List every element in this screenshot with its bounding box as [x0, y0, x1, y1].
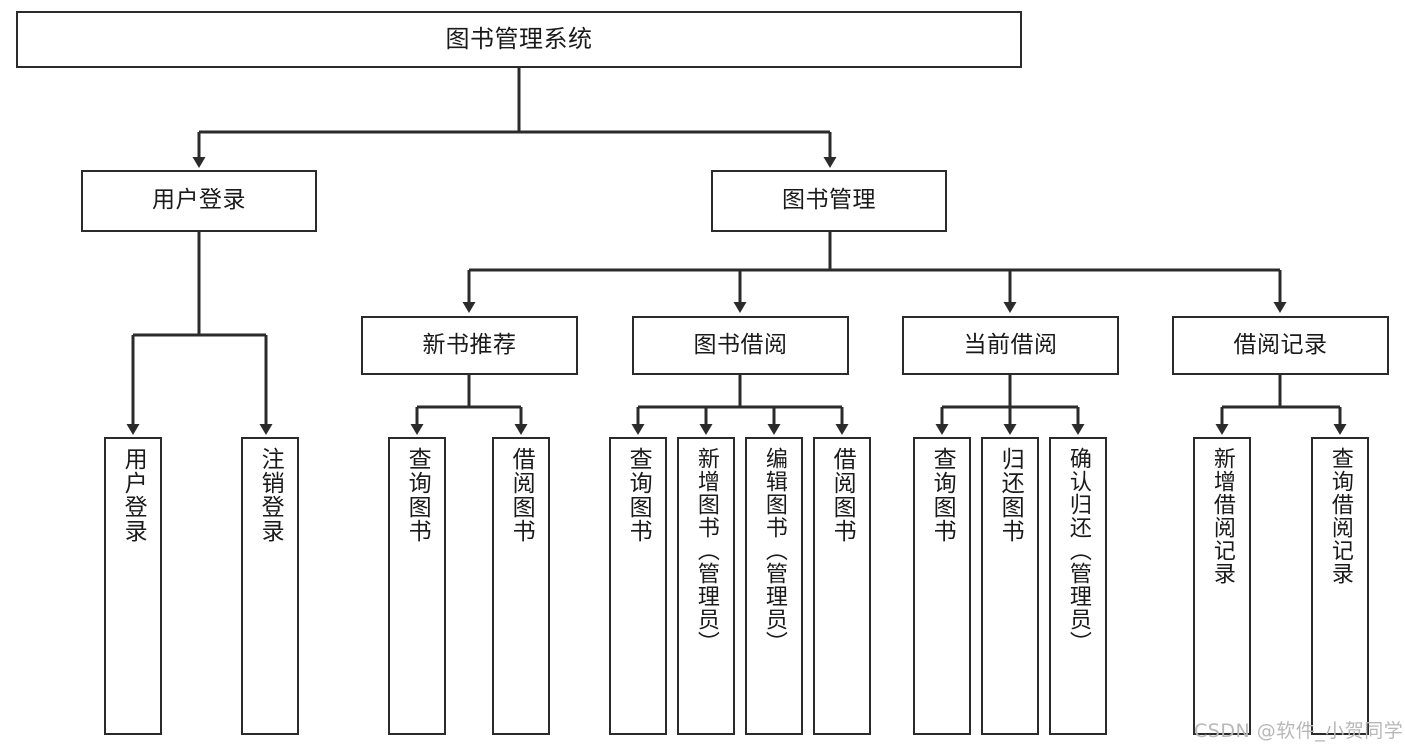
leaf-borrow-book-new-label: 借阅图书	[508, 447, 535, 543]
node-user-login-label: 用户登录	[152, 187, 246, 214]
leaf-add-book-label: 新增图书（管理员）	[693, 447, 719, 654]
leaf-query-book-new[interactable]: 查询图书	[388, 437, 446, 735]
leaf-query-book-new-label: 查询图书	[404, 447, 431, 543]
leaf-return-book[interactable]: 归还图书	[981, 437, 1039, 735]
node-new-book-recommend-label: 新书推荐	[422, 331, 517, 358]
leaf-query-borrow-record-label: 查询借阅记录	[1327, 447, 1353, 585]
node-new-book-recommend[interactable]: 新书推荐	[361, 316, 578, 375]
leaf-add-borrow-record[interactable]: 新增借阅记录	[1193, 437, 1251, 735]
leaf-add-borrow-record-label: 新增借阅记录	[1209, 447, 1235, 585]
leaf-add-book[interactable]: 新增图书（管理员）	[677, 437, 735, 735]
node-book-management-label: 图书管理	[782, 187, 876, 214]
leaf-query-borrow-record[interactable]: 查询借阅记录	[1311, 437, 1369, 735]
node-current-borrow-label: 当前借阅	[963, 331, 1058, 358]
leaf-confirm-return-label: 确认归还（管理员）	[1065, 447, 1091, 654]
leaf-borrow-book-borrow[interactable]: 借阅图书	[813, 437, 871, 735]
leaf-edit-book-label: 编辑图书（管理员）	[761, 447, 787, 654]
node-borrow-record[interactable]: 借阅记录	[1172, 316, 1389, 375]
leaf-user-logout-label: 注销登录	[257, 447, 284, 543]
leaf-query-book-borrow-label: 查询图书	[625, 447, 652, 543]
node-book-borrow[interactable]: 图书借阅	[632, 316, 849, 375]
leaf-edit-book[interactable]: 编辑图书（管理员）	[745, 437, 803, 735]
leaf-borrow-book-new[interactable]: 借阅图书	[492, 437, 550, 735]
node-borrow-record-label: 借阅记录	[1233, 331, 1328, 358]
leaf-user-logout[interactable]: 注销登录	[241, 437, 299, 735]
node-root-label: 图书管理系统	[445, 25, 593, 54]
leaf-query-book-current[interactable]: 查询图书	[913, 437, 971, 735]
leaf-confirm-return[interactable]: 确认归还（管理员）	[1049, 437, 1107, 735]
leaf-return-book-label: 归还图书	[997, 447, 1024, 543]
node-book-management[interactable]: 图书管理	[711, 170, 947, 232]
csdn-watermark: CSDN @软件_小贺同学	[1194, 720, 1404, 742]
leaf-user-login[interactable]: 用户登录	[104, 437, 162, 735]
leaf-borrow-book-borrow-label: 借阅图书	[829, 447, 856, 543]
node-book-borrow-label: 图书借阅	[693, 331, 788, 358]
leaf-user-login-label: 用户登录	[120, 447, 147, 543]
node-user-login[interactable]: 用户登录	[81, 170, 317, 232]
node-root-system[interactable]: 图书管理系统	[16, 11, 1022, 68]
leaf-query-book-borrow[interactable]: 查询图书	[609, 437, 667, 735]
node-current-borrow[interactable]: 当前借阅	[902, 316, 1119, 375]
leaf-query-book-current-label: 查询图书	[929, 447, 956, 543]
